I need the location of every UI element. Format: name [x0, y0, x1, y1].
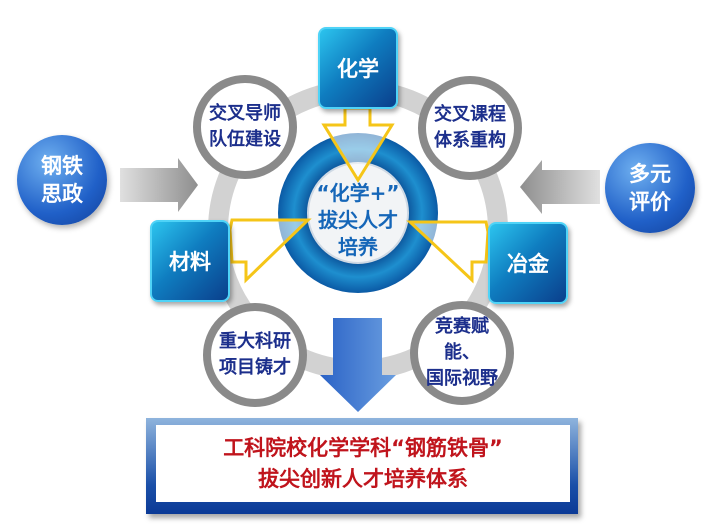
arrow-right-icon — [120, 158, 198, 212]
measure-research-projects: 重大科研项目铸才 — [203, 303, 307, 407]
down-arrow-icon — [320, 318, 396, 412]
measure-tutor-team: 交叉导师队伍建设 — [193, 75, 297, 179]
measure-curriculum: 交叉课程体系重构 — [418, 76, 522, 180]
result-line-2: 拔尖创新人才培养体系 — [258, 467, 468, 491]
center-title: “化学+” 拔尖人才 培养 — [316, 181, 400, 259]
result-box: 工科院校化学学科“钢筋铁骨” 拔尖创新人才培养体系 — [146, 418, 578, 514]
input-evaluation: 多元评价 — [605, 143, 695, 233]
discipline-metallurgy: 冶金 — [488, 222, 568, 304]
discipline-chemistry: 化学 — [318, 27, 398, 109]
discipline-materials: 材料 — [150, 220, 230, 302]
measure-competition: 竞赛赋能、国际视野 — [410, 301, 514, 405]
result-line-1: 工科院校化学学科“钢筋铁骨” — [223, 436, 503, 460]
yellow-arrow-top-icon — [321, 106, 395, 183]
arrow-left-icon — [520, 160, 600, 214]
yellow-arrow-right-icon — [406, 220, 490, 284]
input-steel-ideology: 钢铁思政 — [17, 135, 107, 225]
yellow-arrow-left-icon — [228, 218, 312, 284]
